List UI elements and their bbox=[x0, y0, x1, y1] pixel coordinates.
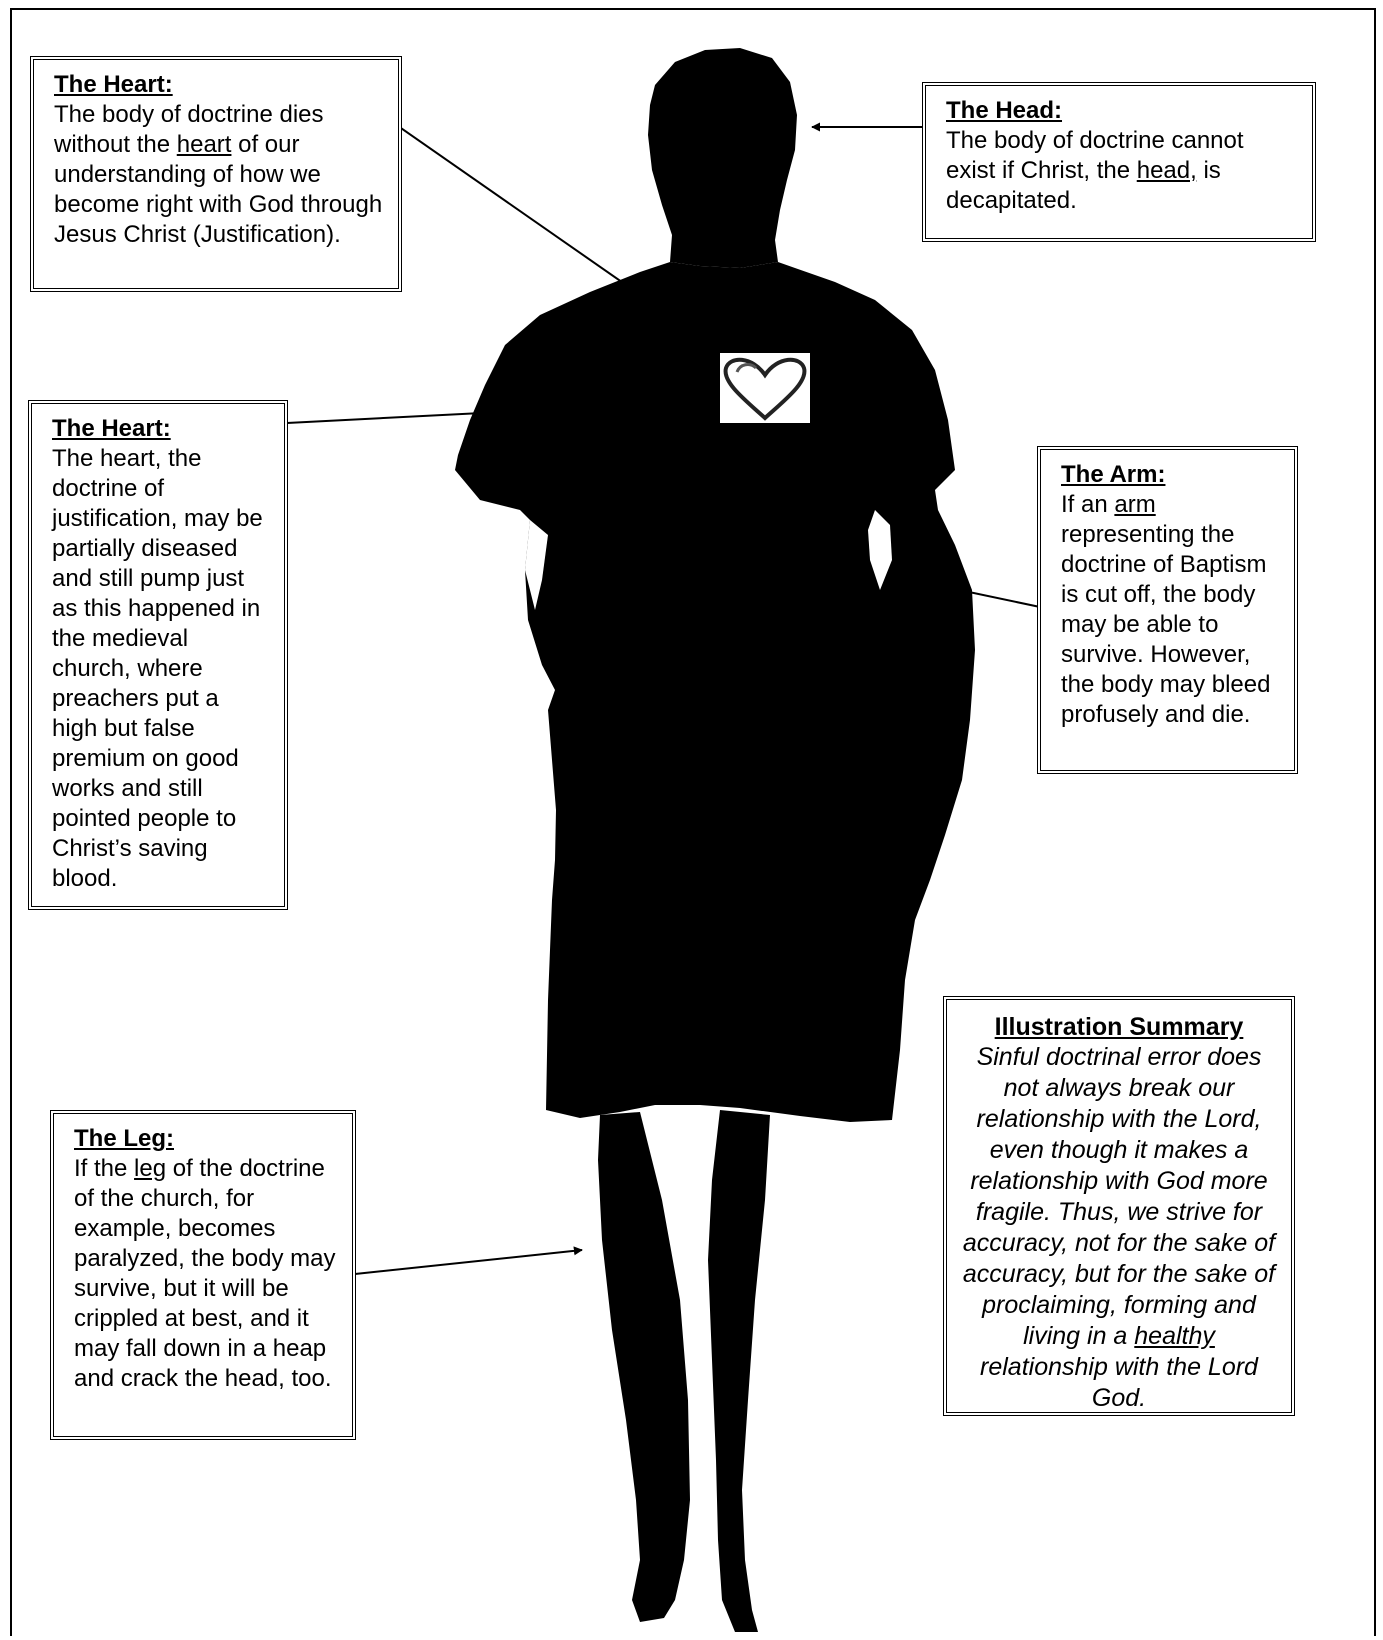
arrow-leg bbox=[354, 1246, 583, 1275]
human-silhouette bbox=[455, 48, 975, 1632]
heart-top-text: The body of doctrine dies without the he… bbox=[54, 100, 384, 250]
heart-top-underlined: heart bbox=[176, 131, 232, 158]
head-text: The body of doctrine cannot exist if Chr… bbox=[946, 126, 1298, 216]
heart-top-text-a: The body of doctrine dies without the bbox=[54, 101, 324, 158]
heart-top-heading: The Heart: bbox=[54, 71, 173, 98]
leg-heading: The Leg: bbox=[74, 1125, 174, 1152]
arm-callout: The Arm: If an arm representing the doct… bbox=[1037, 446, 1298, 774]
head-callout: The Head: The body of doctrine cannot ex… bbox=[922, 82, 1316, 242]
arrow-heart-mid bbox=[286, 397, 698, 424]
head-text-a: The body of doctrine cannot exist if Chr… bbox=[946, 127, 1244, 184]
arm-text-b: representing the doctrine of Baptism is … bbox=[1061, 521, 1271, 728]
head-underlined: head, bbox=[1136, 157, 1197, 184]
heart-mid-text: The heart, the doctrine of justification… bbox=[52, 445, 263, 892]
summary-heading: Illustration Summary bbox=[994, 1013, 1244, 1041]
arm-heading: The Arm: bbox=[1061, 461, 1166, 488]
leg-text-b: of the doctrine of the church, for examp… bbox=[74, 1155, 336, 1392]
summary-text-b: relationship with the Lord God. bbox=[980, 1353, 1258, 1412]
summary-underlined: healthy bbox=[1134, 1322, 1215, 1350]
leg-underlined: leg bbox=[134, 1155, 167, 1182]
leg-callout: The Leg: If the leg of the doctrine of t… bbox=[50, 1110, 356, 1440]
arrow-arm bbox=[949, 585, 1041, 608]
page-frame bbox=[10, 8, 1376, 1636]
heart-mid-callout: The Heart: The heart, the doctrine of ju… bbox=[28, 400, 288, 910]
summary-callout: Illustration Summary Sinful doctrinal er… bbox=[943, 996, 1295, 1416]
heart-top-callout: The Heart: The body of doctrine dies wit… bbox=[30, 56, 402, 292]
leg-text-a: If the bbox=[74, 1155, 135, 1182]
arm-text: If an arm representing the doctrine of B… bbox=[1061, 490, 1280, 730]
summary-text-a: Sinful doctrinal error does not always b… bbox=[962, 1043, 1276, 1350]
arm-underlined: arm bbox=[1114, 491, 1156, 518]
arrow-heart-top bbox=[397, 125, 696, 334]
head-text-b: is decapitated. bbox=[946, 157, 1221, 214]
arm-text-a: If an bbox=[1061, 491, 1115, 518]
head-heading: The Head: bbox=[946, 97, 1063, 124]
heart-top-text-b: of our understanding of how we become ri… bbox=[54, 131, 383, 248]
heart-mid-heading: The Heart: bbox=[52, 415, 171, 442]
summary-text: Sinful doctrinal error does not always b… bbox=[959, 1042, 1279, 1414]
leg-text: If the leg of the doctrine of the church… bbox=[74, 1154, 338, 1394]
heart-icon bbox=[720, 353, 810, 423]
